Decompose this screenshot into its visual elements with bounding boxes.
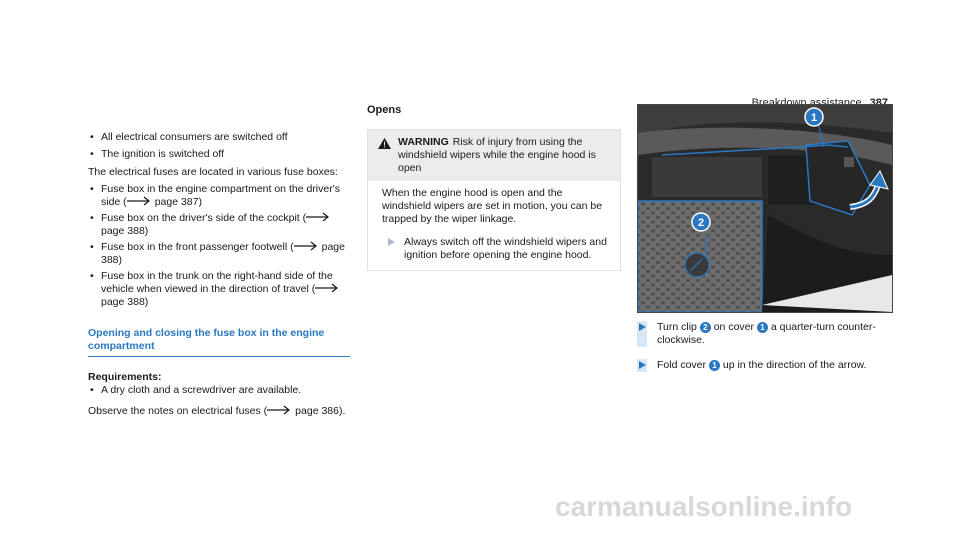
list-item: Fuse box on the driver's side of the coc… xyxy=(88,212,353,238)
list-item-text: Fuse box in the trunk on the right-hand … xyxy=(101,270,333,295)
list-item: Fuse box in the front passenger footwell… xyxy=(88,241,353,267)
watermark: carmanualsonline.info xyxy=(555,491,853,522)
callout-2-label: 2 xyxy=(698,217,704,229)
callout-1 xyxy=(804,107,824,127)
callout-2 xyxy=(691,212,711,232)
observe-note: Observe the notes on electrical fuses ( p… xyxy=(88,405,353,418)
section-title: Opening and closing the fuse box in the … xyxy=(88,327,350,357)
requirements-list: A dry cloth and a screwdriver are availa… xyxy=(88,384,353,397)
page-link[interactable]: page 388) xyxy=(101,241,345,266)
step-text: on cover xyxy=(713,321,754,333)
direction-arrow-icon xyxy=(869,169,889,190)
page-ref-arrow-icon xyxy=(306,212,330,222)
step-item: Turn clip 2 on cover 1 a quarter-turn co… xyxy=(637,321,891,347)
fuse-location-list: Fuse box in the engine compartment on th… xyxy=(88,183,353,309)
opens-heading: Opens xyxy=(367,104,402,116)
engine-illustration: 1 2 xyxy=(638,105,892,312)
action-arrow-icon xyxy=(639,323,646,331)
step-text: Fold cover xyxy=(657,359,707,371)
action-arrow-icon xyxy=(388,238,395,246)
list-item: Fuse box in the engine compartment on th… xyxy=(88,183,353,209)
step-text: Turn clip xyxy=(657,321,697,333)
fuse-intro: The electrical fuses are located in vari… xyxy=(88,166,338,178)
requirements-label: Requirements: xyxy=(88,371,162,383)
step-bar xyxy=(637,321,647,347)
page-link[interactable]: page 386). xyxy=(295,405,346,417)
warning-text: When the engine hood is open and the win… xyxy=(382,187,603,225)
step-text: a quarter-turn counter-clockwise. xyxy=(657,321,876,346)
page-link[interactable]: page 387) xyxy=(154,196,202,208)
page-ref-arrow-icon xyxy=(293,241,317,251)
step-item: Fold cover 1 up in the direction of the … xyxy=(637,359,891,372)
list-item: A dry cloth and a screwdriver are availa… xyxy=(88,384,353,397)
warning-label: WARNING xyxy=(398,136,449,148)
page-link[interactable]: page 388) xyxy=(101,296,149,308)
cover-clip xyxy=(684,252,710,278)
list-item: The ignition is switched off xyxy=(88,148,353,161)
status-list: All electrical consumers are switched of… xyxy=(88,131,353,161)
list-item-text: Fuse box in the front passenger footwell… xyxy=(101,241,294,253)
warning-tip: Always switch off the windshield wipers … xyxy=(382,236,610,262)
page-ref-arrow-icon xyxy=(315,283,339,293)
warning-body: When the engine hood is open and the win… xyxy=(368,181,620,270)
list-item-text: Fuse box in the engine compartment on th… xyxy=(101,183,340,208)
callout-ref: 2 xyxy=(699,322,711,333)
list-item: All electrical consumers are switched of… xyxy=(88,131,353,144)
warning-triangle-icon xyxy=(378,138,391,149)
page-ref-arrow-icon xyxy=(126,196,150,206)
list-item-text: Fuse box on the driver's side of the coc… xyxy=(101,212,307,224)
action-arrow-icon xyxy=(639,361,646,369)
callout-ref: 1 xyxy=(756,322,768,333)
tip-text: Always switch off the windshield wipers … xyxy=(404,236,607,261)
left-column: All electrical consumers are switched of… xyxy=(88,131,353,418)
warning-title: Risk of injury from using the windshield… xyxy=(398,136,596,174)
observe-text: Observe the notes on electrical fuses ( xyxy=(88,405,268,417)
page-link[interactable]: page 388) xyxy=(101,225,149,237)
list-item: Fuse box in the trunk on the right-hand … xyxy=(88,270,353,309)
callout-1-label: 1 xyxy=(811,112,817,124)
page-ref-arrow-icon xyxy=(267,405,291,415)
step-text: up in the direction of the arrow. xyxy=(722,359,867,371)
callout-ref: 1 xyxy=(708,360,720,371)
engine-compartment-photo: 1 2 xyxy=(637,104,893,313)
instruction-steps: Turn clip 2 on cover 1 a quarter-turn co… xyxy=(637,321,891,384)
